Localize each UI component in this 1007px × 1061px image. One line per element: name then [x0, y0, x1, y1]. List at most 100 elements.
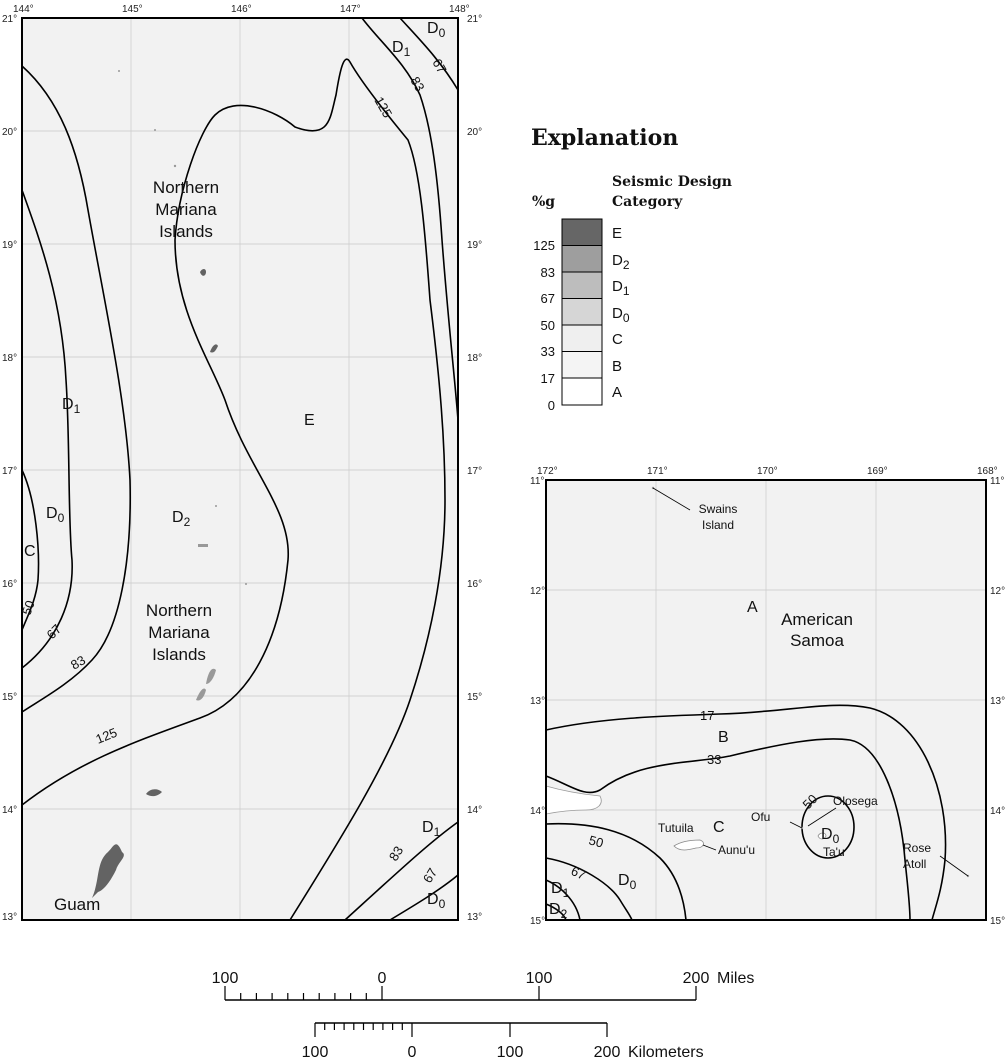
legend-thresholds: 125 83 67 50 33 17 0 — [533, 238, 555, 413]
legend-swatches — [561, 218, 603, 406]
contour-label: 67 — [420, 865, 440, 885]
lat-tick: 14° — [467, 805, 482, 816]
contour-83-left — [21, 65, 132, 713]
island-small-1 — [118, 70, 120, 72]
mariana-contour-labels: 50 67 83 125 125 83 67 83 67 — [19, 56, 450, 886]
lon-tick: 170° — [757, 466, 778, 477]
island-small-3 — [173, 164, 177, 168]
label-swains-island: Island — [702, 518, 734, 532]
lat-tick: 14° — [2, 805, 17, 816]
lon-tick: 146° — [231, 4, 252, 15]
category-d1-top: D1 — [392, 39, 411, 59]
lat-tick: 12° — [530, 586, 545, 597]
island-anatahan — [198, 544, 208, 547]
lon-tick: 171° — [647, 466, 668, 477]
lon-tick: 168° — [977, 466, 998, 477]
samoa-lat-ticks-right: 11° 12° 13° 14° 15° — [990, 476, 1005, 927]
contour-33 — [545, 738, 911, 921]
island-upolu-edge — [545, 785, 602, 815]
mariana-contours — [21, 17, 459, 921]
lat-tick: 19° — [2, 240, 17, 251]
lat-tick: 13° — [990, 696, 1005, 707]
category-d0-top: D0 — [427, 20, 446, 40]
island-tinian — [196, 688, 206, 701]
samoa-leader-lines — [652, 487, 969, 877]
legend-threshold: 0 — [548, 398, 555, 413]
miles-label: 100 — [212, 970, 239, 987]
legend-categories: E D2 D1 D0 C B A — [612, 225, 630, 401]
lon-tick: 145° — [122, 4, 143, 15]
km-label: 200 — [594, 1044, 621, 1061]
contour-83 — [545, 879, 581, 921]
label-northern-mariana-north: Islands — [159, 222, 213, 241]
legend-category-e: E — [612, 225, 622, 242]
label-northern-mariana-north: Mariana — [155, 200, 217, 219]
contour-label: 33 — [707, 752, 721, 767]
samoa-lon-ticks: 172° 171° 170° 169° 168° — [537, 466, 998, 477]
contour-label: 83 — [386, 843, 406, 863]
contour-67-left — [21, 189, 73, 669]
island-pagan — [210, 344, 218, 353]
category-c-left: C — [24, 543, 36, 560]
km-label: 0 — [408, 1044, 417, 1061]
legend-sdc-heading: Seismic Design — [612, 174, 732, 190]
miles-unit: Miles — [717, 970, 754, 987]
km-ticks — [314, 1023, 608, 1037]
lat-tick: 15° — [990, 916, 1005, 927]
island-rota — [146, 789, 162, 797]
category-d0-left: D0 — [46, 505, 65, 525]
label-tutuila: Tutuila — [658, 821, 694, 835]
lat-tick: 12° — [990, 586, 1005, 597]
lat-tick: 13° — [530, 696, 545, 707]
legend-swatch-a — [561, 377, 603, 406]
mariana-map: 144° 145° 146° 147° 148° 21° 20° 19° 18°… — [2, 4, 482, 923]
label-northern-mariana-south: Islands — [152, 645, 206, 664]
lat-tick: 15° — [530, 916, 545, 927]
label-swains-island: Swains — [699, 502, 738, 516]
mariana-graticule — [22, 18, 458, 920]
legend-swatch-e — [561, 218, 603, 246]
samoa-lat-ticks-left: 11° 12° 13° 14° 15° — [530, 476, 545, 927]
miles-label: 100 — [526, 970, 553, 987]
legend-threshold: 125 — [533, 238, 555, 253]
lat-tick: 13° — [2, 912, 17, 923]
leader-swains — [652, 487, 691, 511]
legend-pct-heading: %g — [532, 194, 555, 210]
scale-bar-miles: 100 0 100 200 Miles — [212, 970, 754, 1001]
label-tau: Ta'u — [823, 845, 845, 859]
island-guam — [92, 844, 124, 898]
contour-label: 67 — [429, 56, 449, 76]
category-b: B — [718, 729, 729, 746]
contour-label: 50 — [19, 598, 38, 617]
contour-125 — [545, 903, 567, 921]
legend-category-a: A — [612, 384, 622, 401]
samoa-place-labels: Swains Island American Samoa Tutuila Aun… — [658, 502, 931, 871]
legend-title: Explanation — [531, 125, 678, 151]
legend-threshold: 67 — [541, 291, 555, 306]
category-d1: D1 — [551, 880, 570, 900]
miles-label: 0 — [378, 970, 387, 987]
samoa-graticule — [546, 480, 986, 920]
lon-tick: 172° — [537, 466, 558, 477]
island-saipan — [206, 668, 216, 684]
label-guam: Guam — [54, 895, 100, 914]
leader-aunuu — [702, 844, 717, 851]
legend-swatch-d0 — [561, 298, 603, 326]
contour-83-bottom — [344, 821, 459, 921]
lat-tick: 11° — [530, 476, 544, 487]
miles-label: 200 — [683, 970, 710, 987]
leader-olosega — [807, 807, 837, 827]
island-small-4 — [215, 505, 217, 507]
label-american-samoa: American — [781, 610, 853, 629]
island-small-2 — [154, 129, 156, 131]
legend-threshold: 83 — [541, 265, 555, 280]
legend-threshold: 17 — [541, 371, 555, 386]
samoa-map: 172° 171° 170° 169° 168° 11° 12° 13° 14°… — [530, 466, 1005, 927]
contour-125 — [21, 58, 446, 921]
contour-label: 83 — [407, 74, 427, 94]
lon-tick: 148° — [449, 4, 470, 15]
legend-swatch-b — [561, 351, 603, 379]
lat-tick: 16° — [467, 579, 482, 590]
samoa-contour-labels: 17 33 50 67 50 — [569, 708, 821, 883]
